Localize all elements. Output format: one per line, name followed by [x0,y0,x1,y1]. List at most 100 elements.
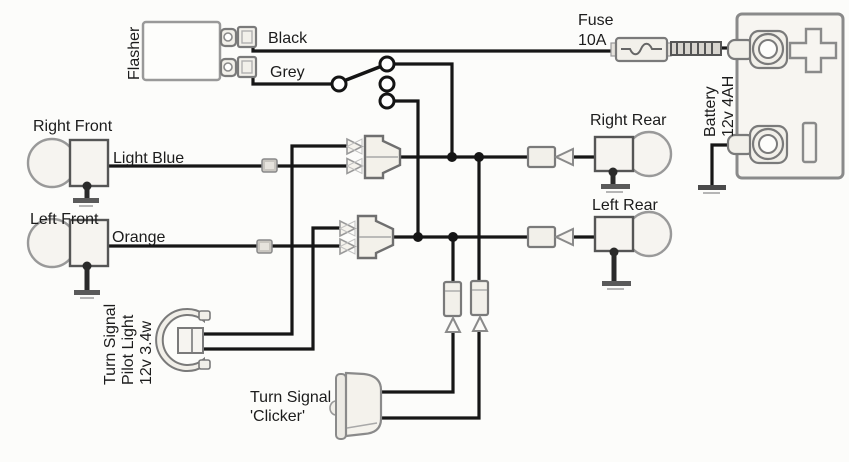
clicker-body [344,371,383,438]
battery-label: Battery [702,86,719,137]
left-rear-label: Left Rear [592,197,658,214]
ground-bar [73,198,99,203]
switch-contact-off [378,75,396,93]
wire-pilot-top [204,144,347,336]
junction-dot [413,232,423,242]
right-rear-lamp: Right Rear [526,112,673,193]
ground-stem [611,252,617,281]
bullet-arrow-up [444,315,462,333]
left-circuit-connector [338,214,395,260]
bullet-sleeve [526,225,557,249]
lamp-body [593,135,635,173]
bullet-terminal-sleeve [338,238,356,255]
battery-lug-hole [758,39,778,59]
flasher-terminal-ring [223,32,233,42]
battery: Battery 12v 4AH [698,12,845,194]
fuse-lead-sleeve [670,41,722,56]
battery-lug-ring [751,32,785,66]
pilot-label-1: Turn Signal [102,304,119,385]
wire-black [251,47,616,53]
left-front-label: Left Front [30,211,99,228]
right-front-label: Right Front [33,118,113,135]
bullet-terminal [346,137,364,156]
pilot-bulb [177,327,204,354]
fuse-element [621,42,662,56]
bullet-terminal [339,219,357,238]
junction-dots [413,152,484,242]
clicker-base [335,373,347,440]
junction-dot [474,152,484,162]
inline-connectors [256,158,278,254]
lamp-body [68,218,110,268]
fuse-lead-stripes [676,42,713,55]
ground-bar [74,290,100,295]
bullet-arrow-left [553,147,574,167]
wire-battery-ground [710,143,729,185]
bullet-arrow-up [471,314,489,332]
flasher-spade [236,25,258,49]
clicker-label-1: Turn Signal [250,389,331,406]
junction-dot [448,232,458,242]
wire-clicker-top [382,332,455,394]
flasher-spade-detail [241,30,253,44]
diode-body [469,279,490,317]
clicker-diodes [442,279,490,333]
junction-dot [447,152,457,162]
battery-lug-hole [758,134,778,154]
black-wire-label: Black [268,30,308,47]
pilot-light: Turn Signal Pilot Light 12v 3.4w [102,304,211,385]
flasher-body [141,20,222,82]
grey-wire-label: Grey [270,64,305,81]
ground-stem [84,266,90,290]
flasher-spade [236,55,258,79]
ground-bar-minor [79,205,93,207]
pilot-tab [198,359,211,370]
ground-bar-minor [606,191,623,193]
orange-wire-label: Orange [112,229,165,246]
bullet-terminal-sleeve [345,157,363,175]
clicker-seam [346,422,378,429]
wire-clicker-bottom [382,331,481,420]
left-front-lamp: Left Front [26,211,110,299]
ground-bar [698,185,726,190]
flasher-terminal-ring [223,62,233,72]
right-front-lamp: Right Front [26,118,113,207]
lamp-body [593,215,635,253]
fuse: Fuse 10A [578,12,722,63]
inline-connector-core [260,243,269,250]
light-blue-wire-label: Light Blue [113,150,184,167]
right-circuit-connector [345,134,402,180]
pilot-tab [198,310,211,321]
clicker-label-2: 'Clicker' [250,408,305,425]
bullet-terminal [346,157,364,175]
switch-contact-right [378,55,396,73]
inline-connector-core [265,162,274,169]
ground-stem [84,186,90,198]
flasher-label: Flasher [126,26,143,80]
battery-lug-ring [751,127,785,161]
wiring [108,46,737,420]
lamp-body [68,138,110,188]
fuse-label: Fuse [578,12,614,29]
minus-terminal-icon [801,121,818,164]
left-rear-lamp: Left Rear [526,197,673,290]
flasher-unit: Flasher [126,20,258,82]
ground-bar-minor [607,288,624,290]
diode-body [442,280,463,318]
bullet-terminal [339,237,357,256]
switch-contact-left [378,92,396,110]
ground-bar-minor [703,192,720,194]
wire-grey [251,77,332,86]
bullet-arrow-left [553,227,574,247]
pilot-label-2: Pilot Light [120,314,137,385]
turn-switch [330,55,396,110]
battery-spec-label: 12v 4AH [720,76,737,137]
wire-switch-right [394,62,454,157]
switch-lever [340,64,383,84]
wire-switch-left [393,99,420,237]
plus-terminal-icon [788,27,838,74]
wire-pilot-bottom [204,226,340,351]
ground-bar-minor [80,297,94,299]
